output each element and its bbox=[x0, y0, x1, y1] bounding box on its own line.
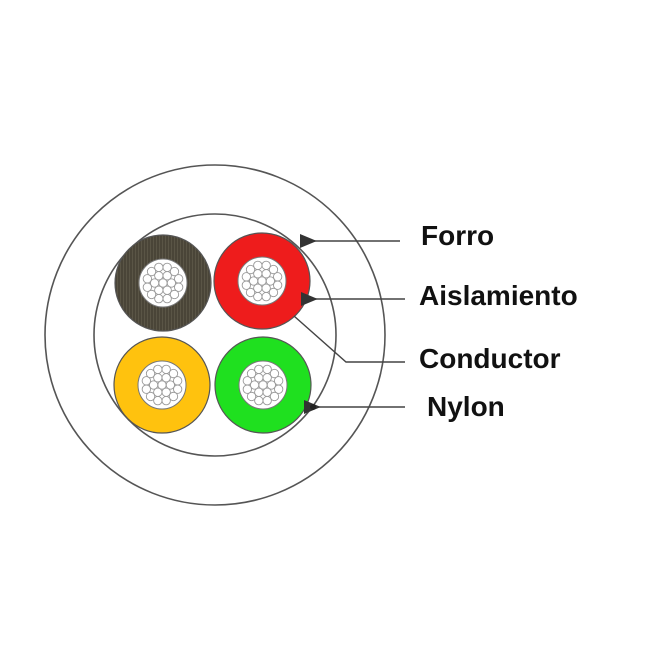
conductor-strand bbox=[141, 376, 152, 386]
conductor-strand bbox=[168, 391, 179, 402]
conductor-strand bbox=[153, 395, 163, 406]
conductor-strand bbox=[165, 380, 176, 390]
conductor-strand bbox=[261, 260, 271, 270]
black-core bbox=[114, 234, 212, 332]
conductor-strand bbox=[173, 274, 184, 284]
conductor-strand bbox=[268, 264, 279, 275]
conductor-leader-line bbox=[293, 315, 405, 363]
conductor-strand bbox=[272, 272, 283, 282]
conductor-strand bbox=[273, 376, 284, 386]
conductor-strand bbox=[268, 287, 279, 298]
conductor-strand bbox=[246, 391, 257, 402]
conductor-strand bbox=[241, 272, 252, 282]
conductor-strand bbox=[242, 384, 253, 394]
green-core bbox=[214, 336, 312, 434]
red-core bbox=[213, 232, 311, 330]
conductor-strand bbox=[261, 291, 271, 302]
conductor-strand bbox=[262, 395, 272, 406]
conductor-strand bbox=[253, 291, 263, 302]
conductor-strand bbox=[142, 274, 153, 284]
conductor-strand bbox=[154, 293, 164, 304]
conductor-strand bbox=[269, 391, 280, 402]
conductor-strand bbox=[146, 289, 157, 300]
conductor-label: Conductor bbox=[419, 343, 561, 374]
conductor-strand bbox=[248, 276, 259, 286]
conductor-strand bbox=[172, 376, 183, 386]
conductor-strand bbox=[254, 395, 264, 406]
conductor-strand bbox=[161, 395, 171, 406]
conductor-strand bbox=[262, 364, 272, 374]
conductor-strand bbox=[161, 364, 171, 374]
forro-label: Forro bbox=[421, 220, 495, 251]
conductor-strand bbox=[245, 287, 256, 298]
conductor-strand bbox=[153, 364, 163, 374]
conductor-strand bbox=[265, 276, 276, 286]
conductor-strand bbox=[245, 264, 256, 275]
conductor-strand bbox=[154, 262, 164, 272]
conductor-strand bbox=[145, 368, 156, 379]
conductor-strand bbox=[249, 380, 260, 390]
conductor-strand bbox=[166, 278, 177, 288]
nylon-pointer-dot bbox=[310, 404, 316, 410]
aislamiento-label: Aislamiento bbox=[419, 280, 578, 311]
conductor-strand bbox=[254, 364, 264, 374]
conductor-strand bbox=[162, 293, 172, 304]
conductor-strand bbox=[146, 266, 157, 277]
conductor-strand bbox=[266, 380, 277, 390]
conductor-strand bbox=[169, 289, 180, 300]
conductor-strand bbox=[145, 391, 156, 402]
conductor-strand bbox=[162, 262, 172, 272]
conductor-strand bbox=[169, 266, 180, 277]
conductor-strand bbox=[242, 376, 253, 386]
conductor-strand bbox=[253, 260, 263, 270]
nylon-label: Nylon bbox=[427, 391, 505, 422]
conductor-strand bbox=[269, 368, 280, 379]
yellow-core bbox=[113, 336, 211, 434]
conductor-strand bbox=[141, 384, 152, 394]
conductor-strand bbox=[142, 282, 153, 292]
conductor-strand bbox=[148, 380, 159, 390]
conductor-strand bbox=[246, 368, 257, 379]
conductor-strand bbox=[241, 280, 252, 290]
conductor-strand bbox=[149, 278, 160, 288]
conductor-strand bbox=[168, 368, 179, 379]
